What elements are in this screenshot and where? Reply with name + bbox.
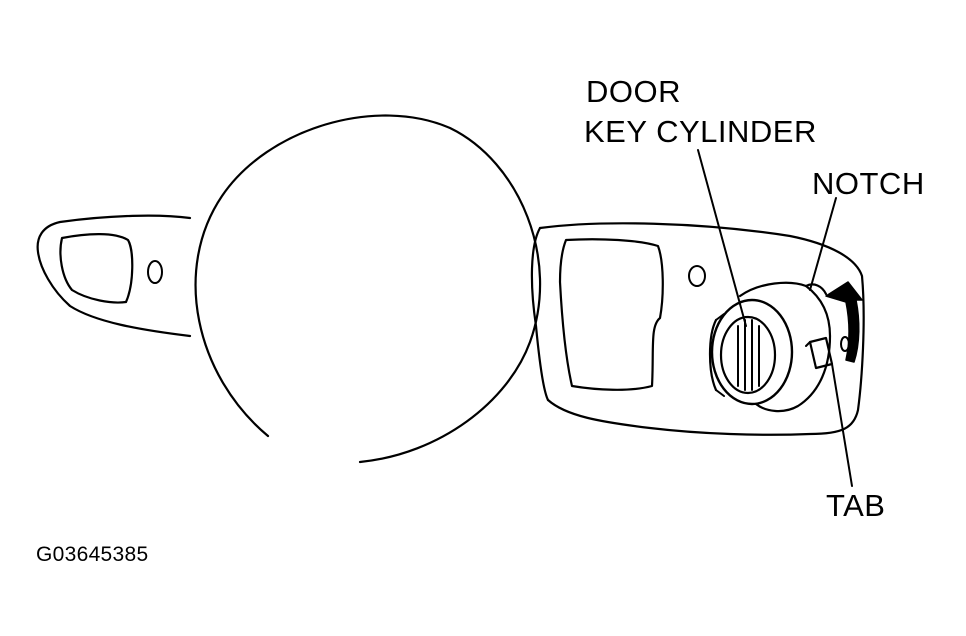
rotation-arrow (825, 281, 863, 363)
right-handle-housing (530, 222, 865, 436)
leader-key-cylinder (697, 149, 747, 327)
access-hole-outline (194, 114, 542, 464)
leader-notch (809, 197, 837, 291)
leader-tab (831, 363, 853, 487)
label-tab: TAB (826, 488, 886, 523)
left-handle-housing (36, 214, 192, 338)
label-notch: NOTCH (812, 166, 925, 201)
label-door: DOOR (586, 74, 681, 109)
figure-code: G03645385 (36, 543, 149, 566)
label-key-cylinder: KEY CYLINDER (584, 114, 817, 149)
key-cylinder (708, 281, 832, 413)
